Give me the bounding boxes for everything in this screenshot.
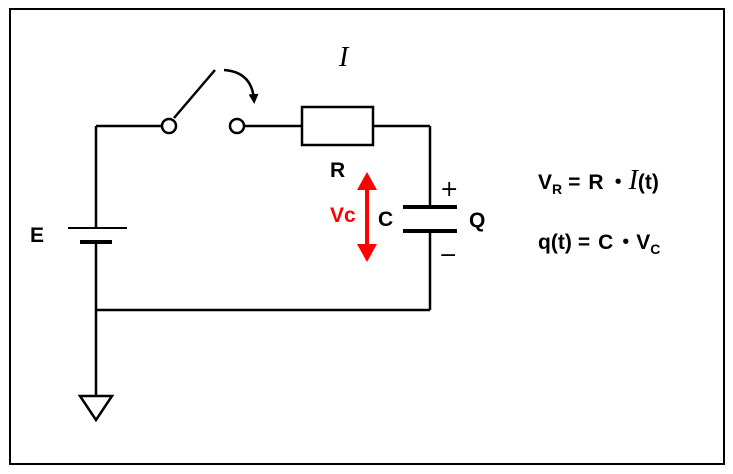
minus-sign: − [439,243,457,268]
capacitor [403,205,457,233]
charge-label: Q [469,209,485,232]
resistor-label: R [330,159,345,182]
current-label: I [338,42,350,73]
battery-label: E [30,224,44,247]
switch-motion-arrow [223,68,259,104]
capacitor-label: C [378,208,393,231]
switch [160,68,259,135]
diagram-frame [9,8,725,465]
equation-voltage-resistor: VR=R・I(t) [538,165,659,197]
voltage-label: Vc [330,204,356,227]
voltage-arrowhead-down [357,244,377,262]
svg-text:q(t)=C・VC: q(t)=C・VC [538,231,660,257]
ground-symbol [77,394,115,423]
voltage-arrow [357,172,377,262]
switch-lever [173,69,216,119]
switch-contact-right [228,117,246,135]
voltage-arrowhead-up [357,172,377,190]
switch-contact-left [160,117,178,135]
wires [94,124,432,396]
battery [68,227,127,244]
plus-sign: + [440,177,458,202]
resistor [300,105,375,147]
svg-text:VR=R・I(t): VR=R・I(t) [538,165,659,197]
equation-charge: q(t)=C・VC [538,231,660,257]
